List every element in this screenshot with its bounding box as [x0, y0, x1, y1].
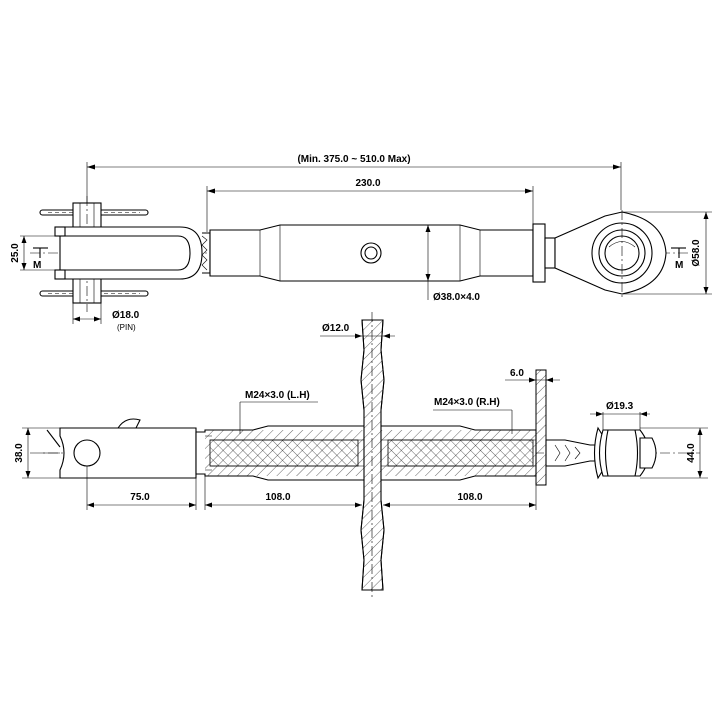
section-view: 38.0 Ø12.0	[14, 312, 708, 598]
fork-length-label: 75.0	[130, 492, 150, 503]
section-mark-right-label: M	[675, 260, 683, 271]
overall-length-dimension: (Min. 375.0 ~ 510.0 Max)	[86, 154, 622, 210]
thread-length-left-dimension: 108.0	[204, 476, 362, 510]
tommy-bar	[360, 312, 385, 598]
nut-thickness-dimension: 6.0	[505, 368, 560, 383]
fork-side	[40, 418, 197, 479]
pin-diameter-dimension: Ø18.0 (PIN)	[72, 303, 140, 332]
thread-length-left-label: 108.0	[265, 492, 290, 503]
eye-diameter-label: Ø58.0	[691, 239, 702, 267]
fork-clevis	[54, 226, 211, 280]
fork-height-dimension: 38.0	[14, 427, 60, 479]
handle-diameter-label: Ø12.0	[322, 323, 350, 334]
nut-thickness-label: 6.0	[510, 368, 524, 379]
ball-bore-dimension: Ø19.3	[590, 401, 650, 430]
eye-diameter-dimension: Ø58.0	[622, 211, 712, 295]
thread-length-right-dimension: 108.0	[383, 485, 537, 510]
section-mark-right: M	[671, 247, 686, 271]
fork-height-label: 38.0	[14, 443, 25, 463]
thread-right-callout: M24×3.0 (R.H)	[433, 397, 513, 434]
thread-length-right-label: 108.0	[457, 492, 482, 503]
overall-length-label: (Min. 375.0 ~ 510.0 Max)	[297, 154, 410, 165]
fork-width-label: 25.0	[10, 243, 21, 263]
section-mark-left: M	[33, 247, 48, 271]
ball-bore-label: Ø19.3	[606, 401, 634, 412]
tube-diameter-label: Ø38.0×4.0	[433, 292, 480, 303]
ball-width-dimension: 44.0	[640, 427, 708, 479]
adjuster-tube	[209, 224, 534, 282]
lock-nut-section	[535, 369, 547, 486]
tube-length-label: 230.0	[355, 178, 380, 189]
pin-diameter-label: Ø18.0	[112, 310, 140, 321]
thread-left-label: M24×3.0 (L.H)	[245, 390, 310, 401]
tube-diameter-dimension: Ø38.0×4.0	[425, 225, 480, 303]
tube-length-dimension: 230.0	[206, 178, 534, 232]
ball-end	[554, 210, 667, 298]
ball-end-side	[545, 426, 657, 480]
thread-left-callout: M24×3.0 (L.H)	[239, 390, 318, 434]
fork-length-dimension: 75.0	[86, 466, 197, 510]
fork-width-dimension: 25.0	[10, 235, 55, 271]
thread-right-label: M24×3.0 (R.H)	[434, 397, 500, 408]
ball-width-label: 44.0	[686, 443, 697, 463]
lock-nut	[532, 223, 556, 283]
section-mark-left-label: M	[33, 260, 41, 271]
top-view: (Min. 375.0 ~ 510.0 Max) 230.0	[10, 154, 712, 332]
pin-label: (PIN)	[117, 323, 136, 332]
handle-diameter-dimension: Ø12.0	[320, 323, 395, 339]
